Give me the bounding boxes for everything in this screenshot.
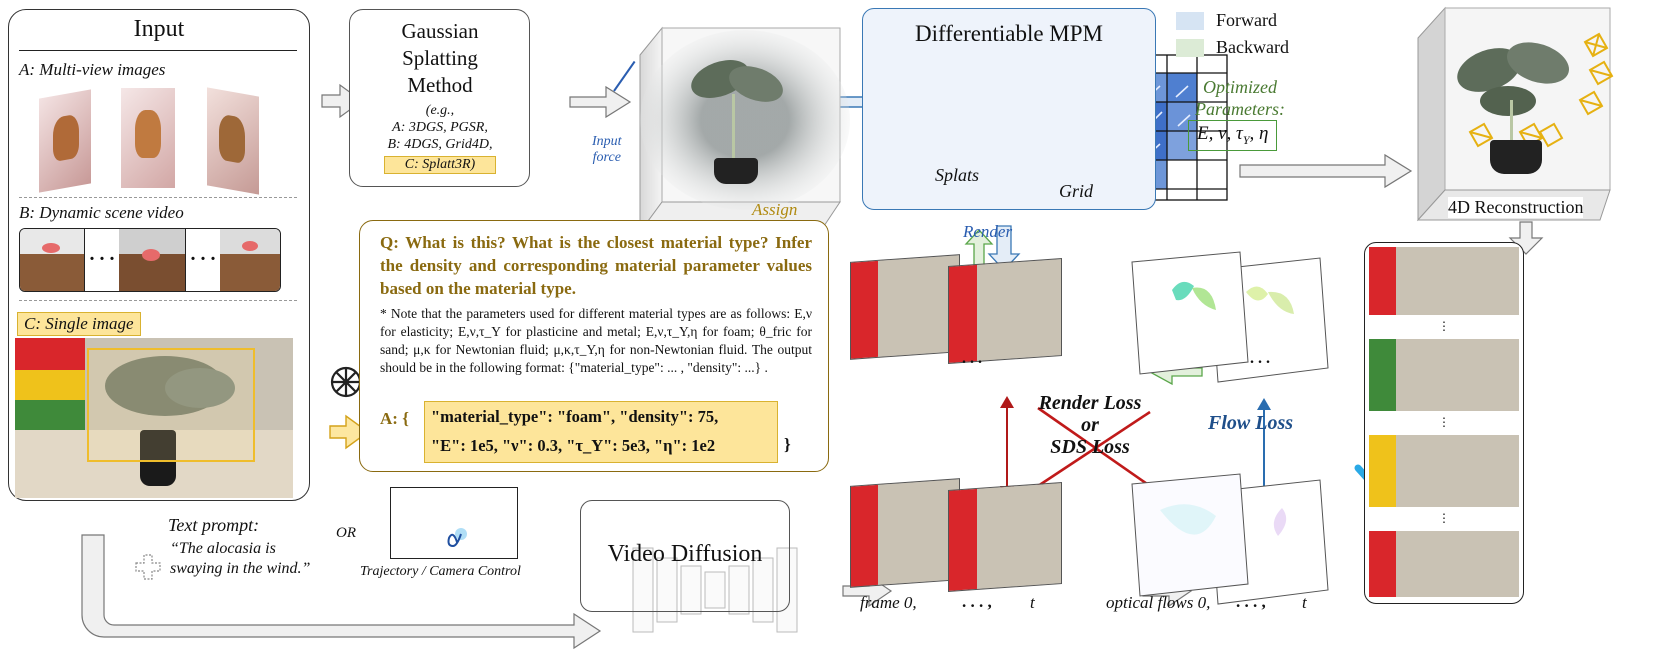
output-frame-strip: ⋮ ⋮ ⋮: [1364, 242, 1524, 604]
legend-backward-label: Backward: [1216, 37, 1289, 57]
input-force-label-1: Input: [592, 134, 622, 149]
arrow-mpm-to-recon: [1239, 153, 1413, 189]
legend-forward: Forward: [1176, 10, 1277, 31]
query-question: Q: What is this? What is the closest mat…: [380, 233, 812, 298]
divider-1: [19, 197, 297, 198]
strip-frame-2: [1369, 339, 1519, 411]
divider-2: [19, 300, 297, 301]
strip-sep-1: ⋮: [1438, 319, 1450, 333]
flows-t-label: t: [1302, 593, 1307, 612]
gs-title-line2: Splatting: [402, 46, 478, 70]
input-title-underline: [19, 50, 297, 51]
strip-sep-3: ⋮: [1438, 511, 1450, 525]
query-note: * Note that the parameters used for diff…: [380, 306, 812, 375]
gs-title-line1: Gaussian: [401, 19, 479, 43]
gs-option-c: C: Splatt3R): [384, 156, 496, 174]
frame-0-label: frame 0,: [860, 593, 917, 612]
llm-query-box: Q: What is this? What is the closest mat…: [359, 220, 829, 472]
answer-line-2: "E": 1e5, "ν": 0.3, "τ_Y": 5e3, "η": 1e2: [431, 436, 716, 455]
label-b-dynamic-video: B: Dynamic scene video: [19, 203, 184, 222]
differentiable-mpm-box: Differentiable MPM Splats Grid: [862, 8, 1156, 210]
plus-icon: [135, 554, 161, 580]
optimized-params-box: E, ν, τY, η: [1188, 120, 1278, 151]
splats-label: Splats: [935, 165, 980, 185]
gs-title-line3: Method: [407, 73, 473, 97]
strip-sep-2: ⋮: [1438, 415, 1450, 429]
gs-option-b: B: 4DGS, Grid4D,: [387, 137, 493, 152]
strip-frame-3: [1369, 435, 1519, 507]
optimized-params-sub: Y: [1242, 132, 1250, 147]
video-dots-2: . . .: [185, 229, 221, 291]
trajectory-label: Trajectory / Camera Control: [360, 564, 521, 579]
legend-forward-label: Forward: [1216, 10, 1277, 30]
arrow-gpt-to-query: [329, 414, 370, 450]
single-image: [15, 338, 293, 498]
flows-dots-label: . . . ,: [1236, 592, 1266, 611]
render-label: Render: [963, 222, 1013, 241]
gs-option-a: A: 3DGS, PGSR,: [392, 120, 488, 135]
render-loss-label: Render Loss: [1038, 392, 1142, 414]
strip-frame-4: [1369, 531, 1519, 597]
frame-dots-label: . . . ,: [962, 592, 992, 611]
text-prompt-line2: swaying in the wind.”: [170, 560, 311, 577]
flow-loss-label: Flow Loss: [1208, 412, 1294, 434]
input-force-label-2: force: [592, 150, 621, 165]
multiview-image-1: [39, 89, 91, 193]
arrow-gs-to-scene: [569, 85, 632, 119]
video-diffusion-label: Video Diffusion: [607, 541, 763, 567]
optimized-params-end: , η: [1249, 123, 1269, 144]
answer-line-1: "material_type": "foam", "density": 75,: [431, 407, 719, 426]
optimized-params: E, ν, τ: [1197, 123, 1243, 144]
flow-panels-top: [1131, 251, 1329, 383]
text-prompt-title: Text prompt:: [168, 515, 260, 535]
flows-0-label: optical flows 0,: [1106, 593, 1211, 612]
generated-frame-1: [850, 478, 960, 588]
answer-box: "material_type": "foam", "density": 75, …: [424, 401, 778, 463]
frame-t-label: t: [1030, 593, 1035, 612]
unet-graphic: [632, 547, 798, 633]
text-prompt-line1: “The alocasia is: [170, 540, 276, 557]
render-loss-or: or: [1081, 414, 1099, 436]
label-a-multiview: A: Multi-view images: [19, 60, 166, 79]
answer-suffix: }: [784, 435, 791, 454]
generated-frame-2: [948, 482, 1062, 592]
gpt-logo-icon: [330, 366, 362, 398]
render-loss-cross: [1037, 406, 1151, 488]
input-title: Input: [133, 16, 185, 42]
strip-frame-1: [1369, 247, 1519, 315]
label-c-single-image: C: Single image: [17, 312, 141, 336]
video-strip: . . . . . .: [19, 228, 281, 292]
trajectory-graphic: [447, 528, 467, 548]
grid-label: Grid: [1059, 181, 1094, 201]
video-dots-1: . . .: [84, 229, 120, 291]
flow-dots: . . .: [1250, 350, 1270, 367]
gs-eg: (e.g.,: [425, 103, 455, 118]
legend-backward: Backward: [1176, 37, 1289, 58]
answer-prefix: A: {: [380, 409, 409, 428]
rendered-frame-2: [948, 258, 1062, 364]
recon-plant-graphic: [1450, 30, 1580, 180]
recon-label: 4D Reconstruction: [1448, 197, 1584, 218]
plant-scene-graphic: [680, 52, 790, 188]
rendered-frame-1: [850, 254, 960, 360]
render-dots: . . .: [962, 350, 982, 367]
sds-loss-label: SDS Loss: [1050, 436, 1130, 458]
force-markers: [1468, 32, 1614, 148]
or-label: OR: [336, 525, 356, 541]
legend-backward-swatch: [1176, 38, 1204, 57]
legend-forward-swatch: [1176, 11, 1204, 30]
optimized-label-2: Parameters:: [1195, 99, 1285, 119]
assign-label: Assign: [752, 200, 798, 219]
mpm-title: Differentiable MPM: [914, 21, 1103, 46]
trajectory-box: [390, 487, 518, 559]
multiview-image-2: [121, 88, 175, 188]
flow-panels-bottom: [1131, 473, 1329, 605]
input-panel: Input A: Multi-view images B: Dynamic sc…: [8, 9, 310, 501]
arrow-input-to-diffusion: [81, 534, 602, 650]
multiview-image-3: [207, 87, 259, 195]
video-diffusion-box: Video Diffusion: [580, 500, 790, 612]
optimized-label-1: Optimized: [1203, 77, 1277, 97]
gaussian-splatting-box: Gaussian Splatting Method (e.g., A: 3DGS…: [349, 9, 530, 187]
